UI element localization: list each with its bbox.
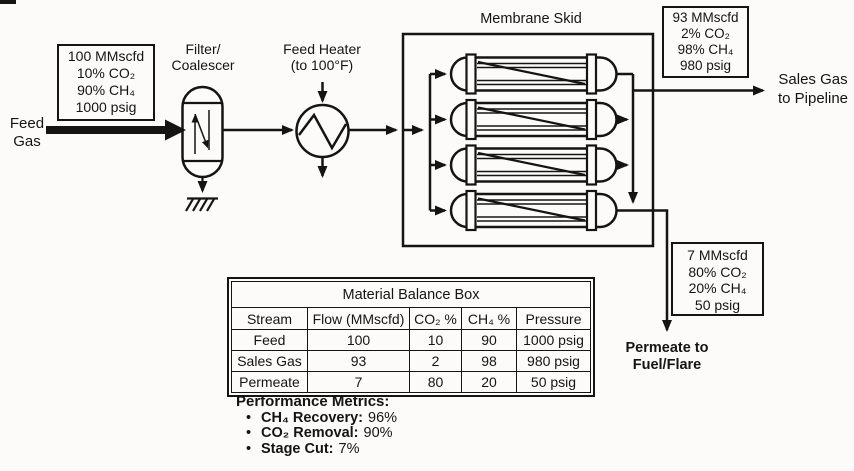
table-cell: 10	[409, 329, 462, 351]
table-cell: 98	[461, 350, 517, 372]
column-header-pressure: Pressure	[516, 307, 591, 330]
membrane-module-2	[449, 98, 618, 141]
membrane-skid-title: Membrane Skid	[480, 11, 582, 27]
process-flow-lines	[222, 69, 765, 332]
feed-flow-value: 100 MMscfd	[67, 48, 145, 64]
permeate-line	[616, 209, 672, 332]
sales-pressure-value: 980 psig	[679, 58, 732, 73]
metric-value: 7%	[338, 440, 360, 457]
filter-label-line1: Filter/	[185, 41, 221, 57]
column-header-ch4: CH₄ %	[461, 307, 517, 330]
permeate-ch4-value: 20% CH₄	[688, 280, 747, 296]
performance-metrics-title: Performance Metrics:	[236, 393, 390, 410]
metric-stage-cut: • Stage Cut: 7%	[236, 440, 397, 458]
table-cell: 1000 psig	[516, 329, 591, 351]
sales-ch4-value: 98% CH₄	[677, 42, 734, 57]
membrane-module-1	[449, 53, 618, 95]
permeate-stream-box: 7 MMscfd 80% CO₂ 20% CH₄ 50 psig	[671, 242, 764, 316]
feed-gas-label-line1: Feed	[9, 115, 45, 132]
column-header-flow: Flow (MMscfd)	[307, 307, 410, 330]
feed-ch4-value: 90% CH₄	[77, 82, 135, 98]
ground-symbol	[185, 197, 218, 212]
metric-label: CH₄ Recovery:	[261, 409, 364, 426]
membrane-modules	[449, 53, 618, 232]
table-cell: 93	[307, 350, 410, 372]
table-cell: 100	[307, 329, 410, 351]
scan-artifact	[0, 0, 16, 4]
bullet: •	[246, 409, 252, 426]
membrane-module-3	[449, 144, 618, 186]
feed-pressure-value: 1000 psig	[75, 99, 137, 115]
column-header-stream: Stream	[231, 307, 308, 330]
table-row-feed: Feed 100 10 90 1000 psig	[231, 329, 591, 351]
bullet: •	[246, 425, 252, 441]
filter-coalescer-label: Filter/ Coalescer	[163, 41, 243, 73]
feed-heater-label: Feed Heater (to 100°F)	[278, 41, 366, 73]
table-cell: Sales Gas	[231, 350, 308, 372]
sales-dest-line2: to Pipeline	[777, 89, 849, 107]
material-balance-table: Material Balance Box Stream Flow (MMscfd…	[227, 277, 595, 397]
performance-metrics: Performance Metrics: • CH₄ Recovery: 96%…	[236, 394, 397, 457]
feed-gas-label-line2: Gas	[13, 132, 41, 150]
table-title: Material Balance Box	[231, 281, 591, 308]
table-cell: 90	[461, 329, 517, 351]
feed-gas-arrow	[46, 119, 186, 141]
permeate-co2-value: 80% CO₂	[688, 263, 747, 280]
table-cell: Feed	[231, 329, 308, 351]
metric-label: CO₂ Removal:	[261, 425, 359, 441]
column-header-co2: CO₂ %	[409, 307, 462, 330]
membrane-skid-box	[401, 32, 655, 248]
filter-label-line2: Coalescer	[171, 57, 235, 73]
table-cell: Permeate	[231, 371, 308, 393]
table-header-row: Stream Flow (MMscfd) CO₂ % CH₄ % Pressur…	[231, 307, 591, 330]
permeate-destination-label: Permeate to Fuel/Flare	[619, 340, 715, 374]
sales-co2-value: 2% CO₂	[681, 26, 730, 41]
filter-coalescer-vessel	[181, 85, 224, 212]
bullet: •	[246, 440, 252, 457]
table-cell: 50 psig	[516, 371, 591, 393]
sales-destination-label: Sales Gas to Pipeline	[772, 71, 854, 108]
table-cell: 7	[307, 371, 410, 393]
heater-label-line2: (to 100°F)	[290, 57, 354, 73]
metric-label: Stage Cut:	[261, 440, 334, 457]
feed-heater-symbol	[295, 82, 350, 178]
table-cell: 80	[409, 371, 462, 393]
sales-stream-box: 93 MMscfd 2% CO₂ 98% CH₄ 980 psig	[662, 6, 749, 78]
membrane-module-4	[449, 189, 618, 232]
permeate-pressure-value: 50 psig	[694, 296, 741, 313]
table-cell: 20	[461, 371, 517, 393]
metric-value: 90%	[363, 425, 393, 441]
feed-stream-box: 100 MMscfd 10% CO₂ 90% CH₄ 1000 psig	[57, 44, 155, 121]
metric-ch4-recovery: • CH₄ Recovery: 96%	[236, 409, 398, 427]
feed-gas-label: Feed Gas	[2, 115, 52, 150]
heater-label-line1: Feed Heater	[283, 41, 361, 57]
permeate-dest-line2: Fuel/Flare	[632, 357, 702, 373]
table-row-permeate: Permeate 7 80 20 50 psig	[231, 371, 591, 393]
feed-co2-value: 10% CO₂	[76, 65, 136, 81]
metric-value: 96%	[368, 409, 398, 426]
table-row-sales-gas: Sales Gas 93 2 98 980 psig	[231, 350, 591, 372]
permeate-flow-value: 7 MMscfd	[687, 247, 748, 263]
table-cell: 2	[409, 350, 462, 372]
metric-co2-removal: • CO₂ Removal: 90%	[236, 425, 397, 442]
permeate-dest-line1: Permeate to	[625, 340, 709, 356]
sales-dest-line1: Sales Gas	[778, 71, 848, 88]
sales-flow-value: 93 MMscfd	[672, 10, 739, 25]
table-cell: 980 psig	[516, 350, 591, 372]
